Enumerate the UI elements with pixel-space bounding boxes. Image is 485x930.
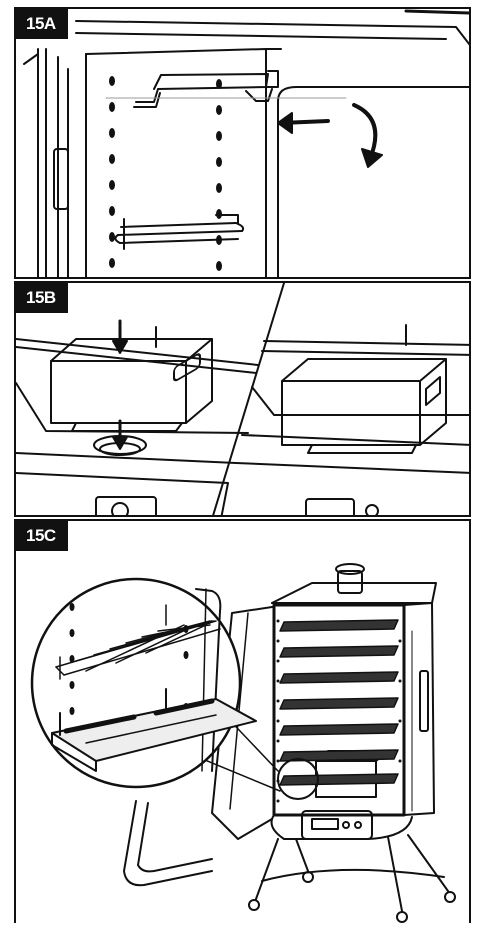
magnified-detail-view: [30, 577, 257, 789]
upper-rack-bracket: [105, 70, 347, 108]
panel-15a: 15A: [14, 7, 471, 279]
insert-arrow-icon: [277, 112, 330, 134]
down-arrow-icon-2: [112, 419, 128, 450]
diagram-15c: [30, 563, 456, 923]
diagram-15b: [16, 283, 469, 515]
panel-label-15a: 15A: [16, 9, 68, 39]
lower-rack-sliding: [51, 688, 257, 772]
lower-rack-rails: [114, 214, 245, 250]
rotate-arrow-icon: [352, 103, 383, 168]
diagram-15a: [23, 9, 469, 277]
smoker-cabinet: [248, 563, 456, 923]
down-arrow-icon: [112, 319, 128, 354]
heat-baffle-box-left: [50, 338, 213, 432]
panel-label-15b: 15B: [16, 283, 68, 313]
detail-callout-marker: [277, 758, 319, 800]
heat-baffle-box-right: [281, 358, 447, 454]
cooking-racks: [279, 619, 399, 786]
panel-15b: 15B: [14, 281, 471, 517]
panel-15c: 15C: [14, 519, 471, 923]
panel-label-15c: 15C: [16, 521, 68, 551]
upper-wire-rack: [55, 604, 221, 680]
